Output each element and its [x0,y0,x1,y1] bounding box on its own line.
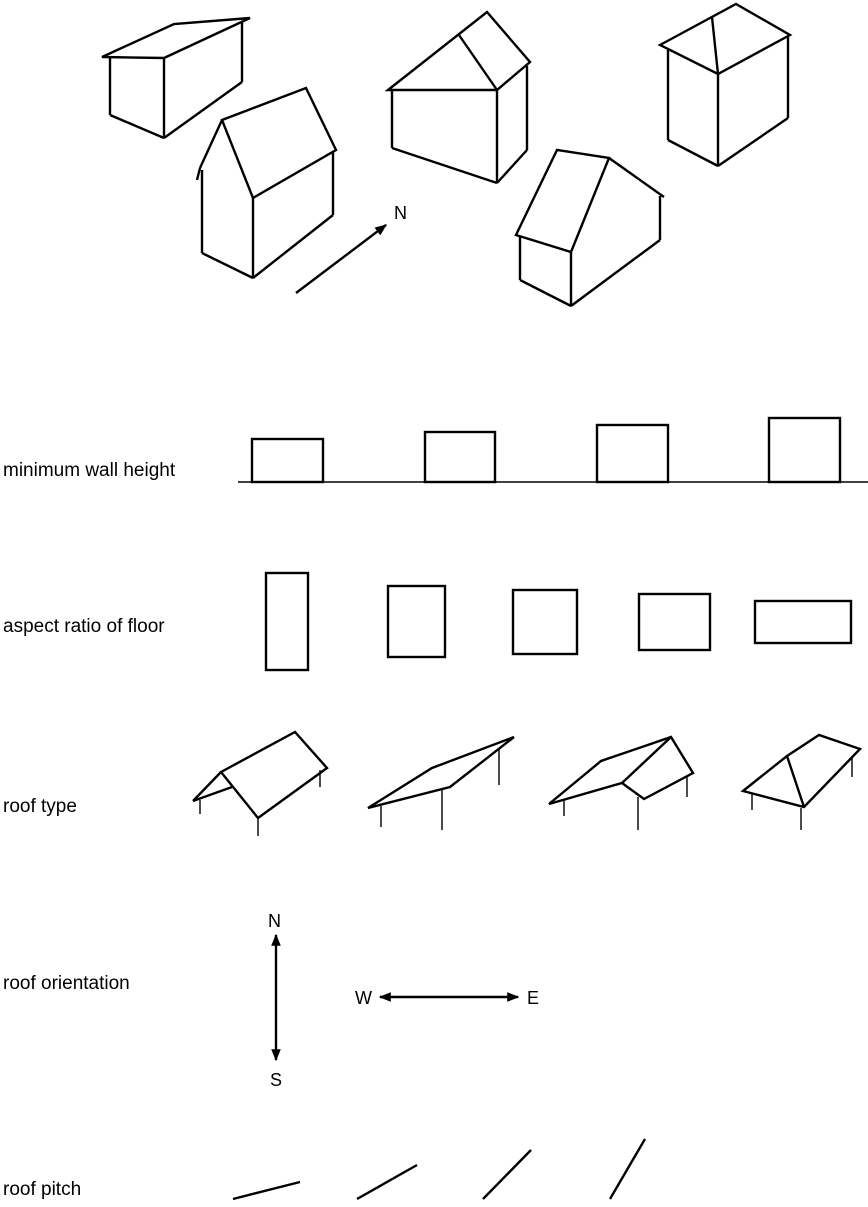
north-arrow: N [295,203,407,294]
label-roof-orientation: roof orientation [3,973,130,994]
north-label: N [394,203,407,223]
wall-height-box-2 [423,430,497,484]
house-gable-front [195,86,338,280]
wall-height-box-1 [250,437,325,484]
pitch-line-4 [608,1138,647,1200]
roof-type-shed [367,735,515,830]
pitch-line-1 [232,1180,301,1201]
house-shed-roof [101,16,251,140]
wall-height-row [238,416,868,484]
label-minimum-wall-height: minimum wall height [3,460,176,481]
roof-orientation-ns: N S [268,911,282,1090]
aspect-box-3 [511,588,579,656]
wall-height-box-3 [595,423,670,484]
pitch-line-2 [356,1163,418,1201]
north-arrow-icon [295,224,387,294]
wall-height-box-4 [767,416,842,484]
aspect-box-2 [386,584,447,659]
label-aspect-ratio-of-floor: aspect ratio of floor [3,616,165,637]
orientation-label-w: W [355,988,372,1008]
roof-type-hip [740,733,863,830]
orientation-label-s: S [270,1070,282,1090]
orientation-label-n: N [268,911,281,931]
aspect-box-1 [264,571,310,672]
roof-pitch-row [232,1138,647,1201]
aspect-box-4 [637,592,712,652]
label-roof-pitch: roof pitch [3,1179,82,1200]
aspect-ratio-row [264,571,853,672]
roof-type-gable [192,730,329,836]
roof-orientation-we: W E [355,988,539,1008]
house-hip-roof [657,2,793,168]
label-roof-type: roof type [3,796,77,817]
house-gable-side [514,148,665,308]
pitch-line-3 [482,1149,532,1200]
aspect-box-5 [753,599,853,645]
house-gable-tall [384,10,532,185]
roof-type-gambrel [548,735,695,830]
orientation-label-e: E [527,988,539,1008]
